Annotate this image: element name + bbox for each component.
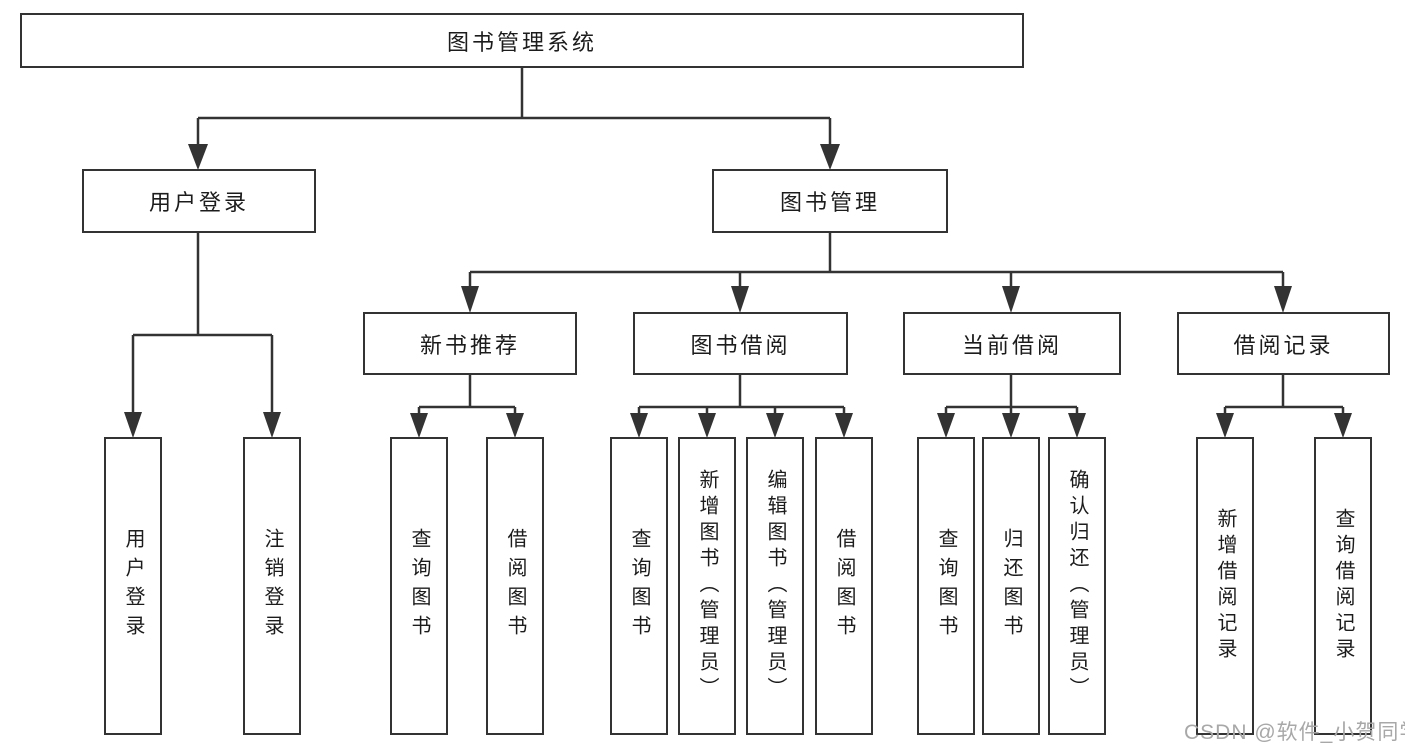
node-leaf-edit-books-admin: 编辑图书（管理员） [746, 437, 804, 735]
node-leaf-borrow-books-recommend: 借阅图书 [486, 437, 544, 735]
node-book-borrow: 图书借阅 [633, 312, 848, 375]
node-leaf-return-books: 归还图书 [982, 437, 1040, 735]
node-leaf-add-books-admin: 新增图书（管理员） [678, 437, 736, 735]
node-leaf-user-login: 用户登录 [104, 437, 162, 735]
node-root-system: 图书管理系统 [20, 13, 1024, 68]
node-leaf-query-books-recommend: 查询图书 [390, 437, 448, 735]
node-leaf-query-borrow-record: 查询借阅记录 [1314, 437, 1372, 735]
node-user-login: 用户登录 [82, 169, 316, 233]
node-leaf-logout: 注销登录 [243, 437, 301, 735]
node-book-management: 图书管理 [712, 169, 948, 233]
arrowheads [124, 144, 1352, 438]
node-leaf-confirm-return-admin: 确认归还（管理员） [1048, 437, 1106, 735]
csdn-watermark: CSDN @软件_小贺同学 [1184, 721, 1405, 744]
node-leaf-query-books-borrow: 查询图书 [610, 437, 668, 735]
node-current-borrow: 当前借阅 [903, 312, 1121, 375]
node-leaf-query-books-current: 查询图书 [917, 437, 975, 735]
node-borrow-records: 借阅记录 [1177, 312, 1390, 375]
node-new-book-recommend: 新书推荐 [363, 312, 577, 375]
node-leaf-add-borrow-record: 新增借阅记录 [1196, 437, 1254, 735]
node-leaf-borrow-books: 借阅图书 [815, 437, 873, 735]
